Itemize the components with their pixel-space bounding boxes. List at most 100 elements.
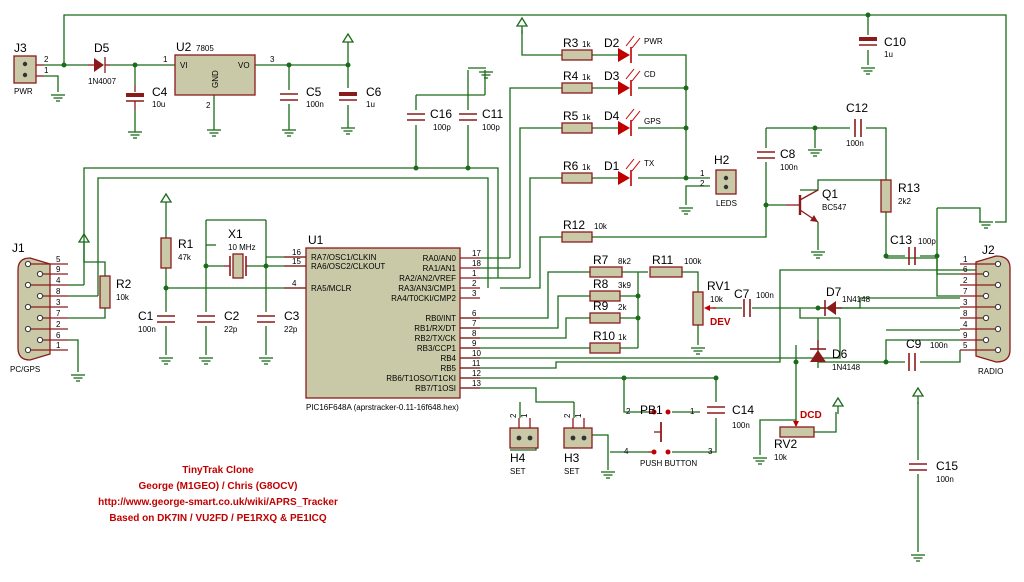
u1-pin-number: 15: [292, 257, 301, 266]
transistor-q1: Q1 BC547: [786, 187, 847, 223]
c8-value: 100n: [780, 163, 798, 172]
potentiometer-rv2: RV2 10k DCD: [774, 410, 822, 462]
d1-label: TX: [644, 159, 655, 168]
h4-ref: H4: [510, 451, 526, 465]
c4-ref: C4: [152, 85, 168, 99]
c16-value: 100p: [433, 123, 451, 132]
c10-ref: C10: [884, 35, 906, 49]
u1-pin-number: 8: [472, 329, 477, 338]
cap-c2: C2 22p: [196, 309, 240, 334]
cap-c8: C8 100n: [756, 147, 798, 172]
u1-pin-name: RA7/OSC1/CLKIN: [311, 253, 377, 262]
u1-pin-number: 13: [472, 379, 481, 388]
resistor-r6: R6 1k: [561, 159, 593, 184]
j2-pin-socket: [994, 281, 1002, 289]
c13-value: 100p: [918, 237, 936, 246]
resistor-r8: R8 3k9: [589, 277, 631, 302]
c12-value: 100n: [846, 139, 864, 148]
cap-c16: C16 100p: [406, 107, 452, 132]
r10-ref: R10: [593, 329, 615, 343]
j1-pin-number: 2: [56, 320, 61, 329]
r2-ref: R2: [116, 277, 132, 291]
j2-pin-number: 9: [963, 331, 968, 340]
r8-value: 3k9: [618, 281, 631, 290]
j2-pin-socket: [982, 270, 990, 278]
pb1-pin: 1: [690, 407, 695, 416]
d2-ref: D2: [604, 36, 620, 50]
u1-pin-number: 18: [472, 259, 481, 268]
c6-value: 1u: [366, 100, 375, 109]
c14-ref: C14: [732, 403, 754, 417]
u1-pin-name: RA3/AN3/CMP1: [398, 284, 456, 293]
c11-ref: C11: [482, 107, 503, 121]
j2-pin-socket: [994, 325, 1002, 333]
resistor-r5: R5 1k: [561, 109, 593, 134]
resistor-r13: R13 2k2: [880, 179, 920, 213]
led-d2: D2 PWR: [604, 35, 663, 63]
r9-value: 2k: [618, 303, 627, 312]
d3-label: CD: [644, 70, 656, 79]
r3-ref: R3: [563, 36, 579, 50]
resistor-r3: R3 1k: [561, 36, 593, 61]
d4-ref: D4: [604, 109, 620, 123]
h2-pin: 2: [700, 179, 705, 188]
h2-label: LEDS: [716, 199, 737, 208]
led-d1: D1 TX: [604, 158, 655, 186]
j1-pin-number: 3: [56, 298, 61, 307]
c9-ref: C9: [906, 337, 922, 351]
j1-pin-number: 1: [56, 341, 61, 350]
r4-value: 1k: [582, 73, 591, 82]
regulator-u2: U2 7805 VI VO GND 1 2 3: [163, 40, 275, 110]
pb1-label: PUSH BUTTON: [640, 459, 697, 468]
pb1-pin: 4: [624, 447, 629, 456]
j3-pin: 2: [44, 55, 49, 64]
h3-pin: 2: [563, 413, 572, 418]
cap-c4: C4 10u: [125, 85, 168, 110]
q1-ref: Q1: [822, 187, 838, 201]
d7-ref: D7: [826, 285, 842, 299]
r1-value: 47k: [178, 253, 192, 262]
c5-value: 100n: [306, 100, 324, 109]
r7-value: 8k2: [618, 257, 631, 266]
u2-pin-vi: VI: [180, 61, 188, 70]
r4-ref: R4: [563, 69, 579, 83]
c16-ref: C16: [430, 107, 452, 121]
j1-pin-number: 8: [56, 287, 61, 296]
c1-ref: C1: [138, 309, 154, 323]
j1-pin-number: 5: [56, 255, 61, 264]
rv2-value: 10k: [774, 453, 788, 462]
wires: [44, 14, 1007, 552]
header-h4: H4 SET 2 1: [509, 413, 539, 476]
j2-pin-socket: [994, 260, 1002, 268]
u1-pin-number: 16: [292, 248, 301, 257]
r11-ref: R11: [652, 253, 673, 267]
microcontroller-u1: U1 PIC16F648A (aprstracker-0.11-16f648.h…: [284, 233, 530, 412]
credit-authors: George (M1GEO) / Chris (G8OCV): [139, 481, 298, 492]
rv1-ref: RV1: [707, 279, 730, 293]
r13-value: 2k2: [898, 197, 911, 206]
d7-value: 1N4148: [842, 295, 871, 304]
c12-ref: C12: [846, 101, 868, 115]
c15-ref: C15: [936, 459, 958, 473]
h4-pin: 2: [509, 413, 518, 418]
c11-value: 100p: [482, 123, 500, 132]
u2-pin-num: 1: [163, 55, 168, 64]
j1-pin-socket: [24, 346, 32, 354]
j1-pin-socket: [36, 270, 44, 278]
j3-pin: 1: [44, 66, 49, 75]
r6-ref: R6: [563, 159, 579, 173]
j1-pin-socket: [36, 336, 44, 344]
c2-ref: C2: [224, 309, 240, 323]
resistor-r2: R2 10k: [99, 275, 132, 309]
r9-ref: R9: [593, 299, 609, 313]
u1-pin-number: 3: [472, 289, 477, 298]
r2-value: 10k: [116, 293, 130, 302]
c13-ref: C13: [890, 233, 912, 247]
u1-pin-number: 11: [472, 359, 481, 368]
cap-c12: C12 100n: [846, 101, 868, 148]
resistor-r1: R1 47k: [160, 237, 194, 269]
c5-ref: C5: [306, 85, 322, 99]
u2-value: 7805: [196, 44, 214, 53]
r12-ref: R12: [563, 218, 585, 232]
